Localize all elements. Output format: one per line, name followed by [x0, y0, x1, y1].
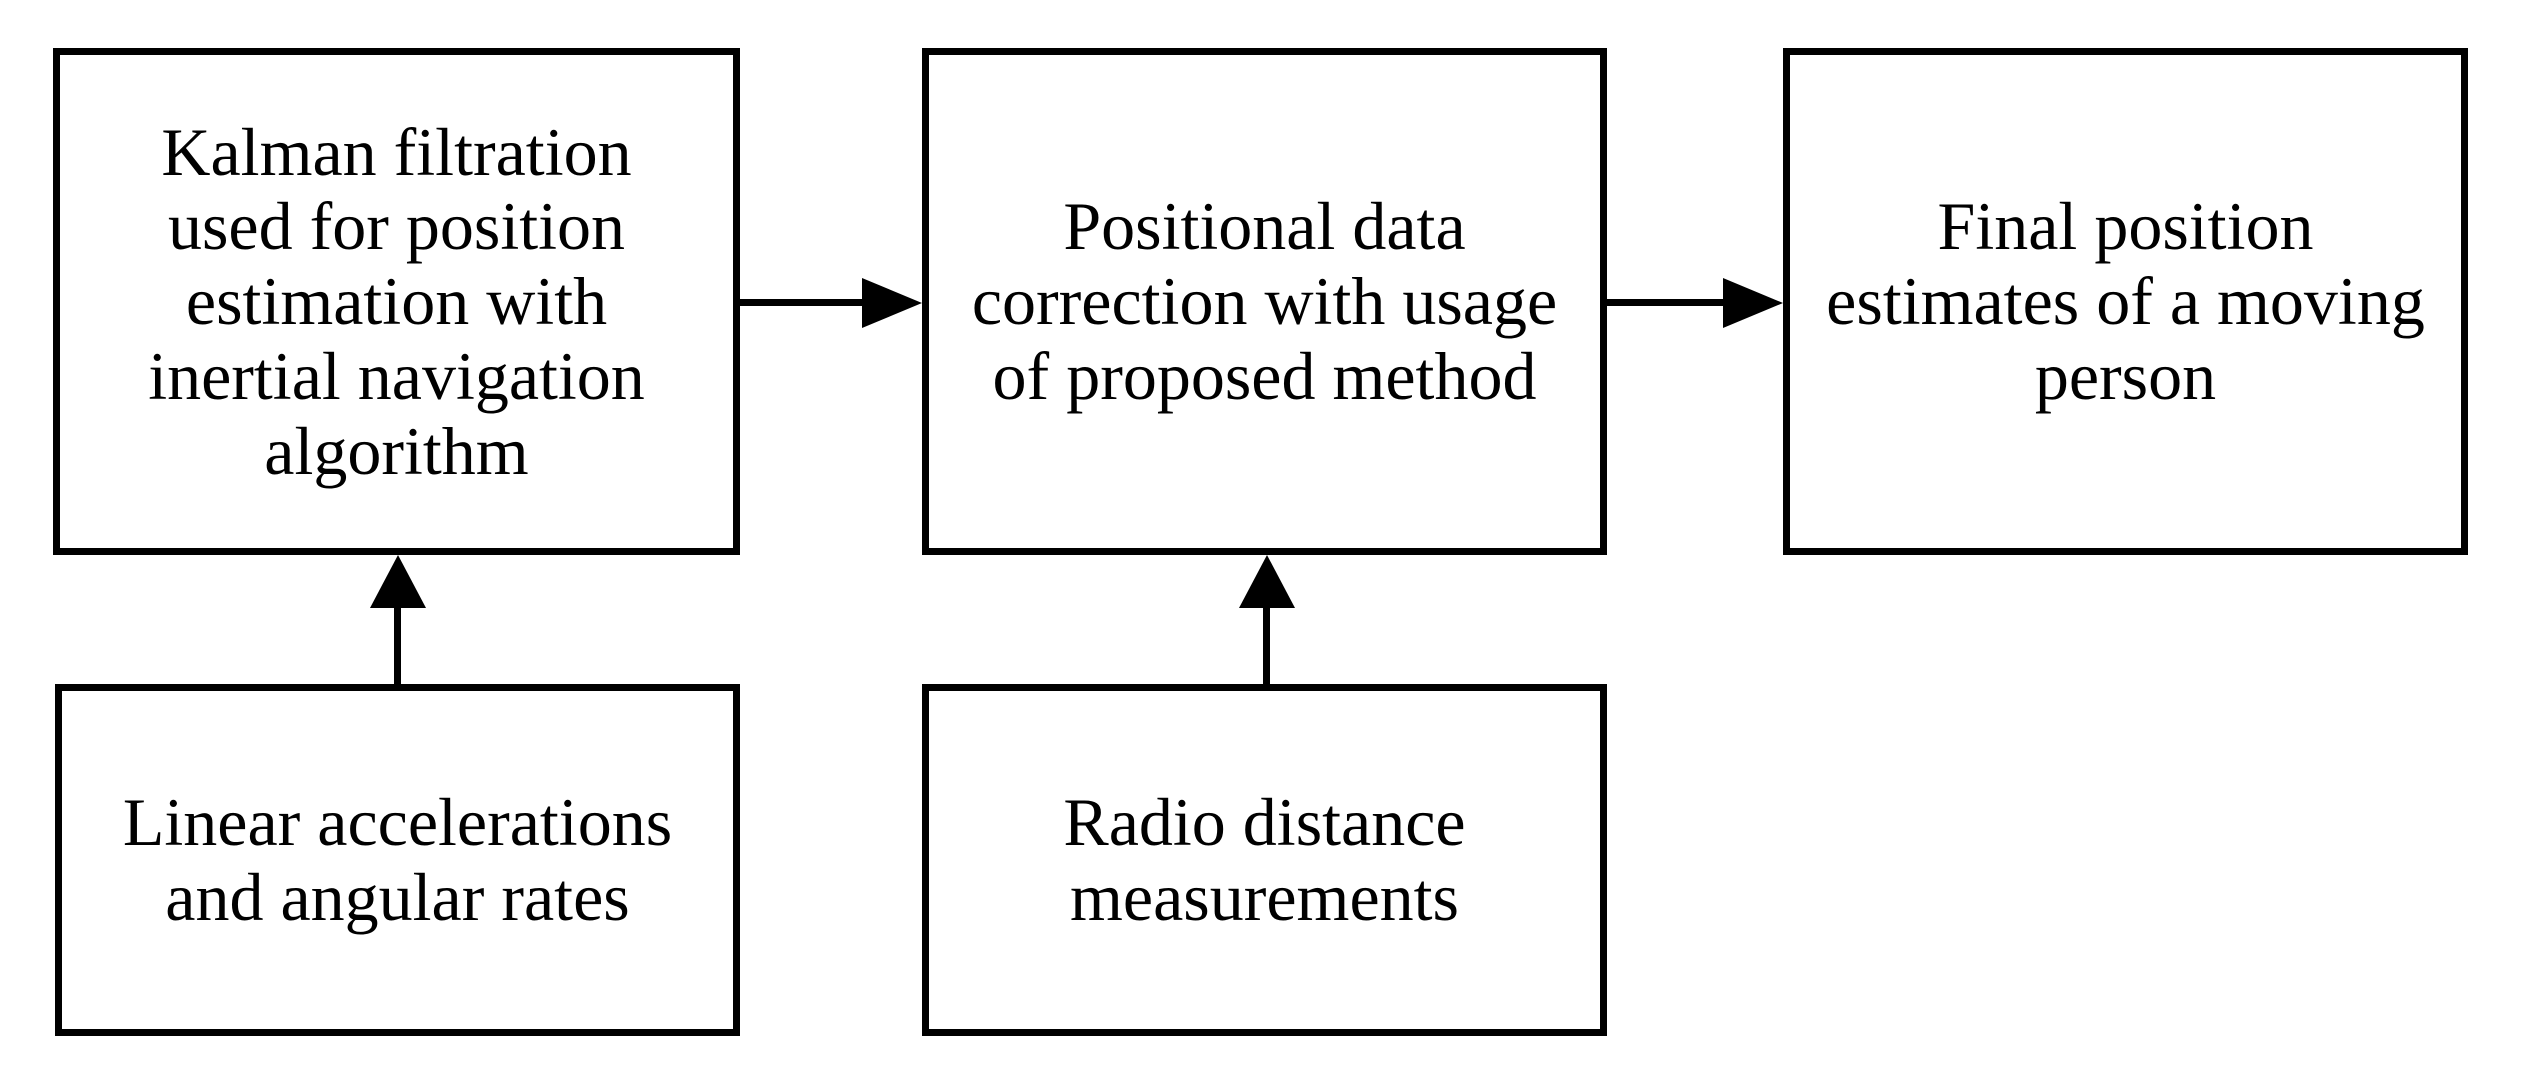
box-positional-data-correction: Positional data correction with usage of… [922, 48, 1607, 555]
arrowhead-right-icon [1723, 278, 1783, 328]
arrowhead-up-icon [370, 555, 426, 608]
box-positional-data-correction-label: Positional data correction with usage of… [971, 188, 1558, 414]
box-final-position-estimates: Final position estimates of a moving per… [1783, 48, 2468, 555]
box-radio-distance-measurements-label: Radio distance measurements [1063, 784, 1466, 935]
arrow-kalman-to-correction-shaft [740, 299, 867, 306]
arrowhead-up-icon [1239, 555, 1295, 608]
arrow-correction-to-final-shaft [1607, 299, 1728, 306]
box-radio-distance-measurements: Radio distance measurements [922, 684, 1607, 1036]
arrow-radio-to-correction-shaft [1263, 605, 1270, 685]
box-linear-accelerations: Linear accelerations and angular rates [55, 684, 740, 1036]
box-linear-accelerations-label: Linear accelerations and angular rates [122, 784, 673, 935]
arrow-accel-to-kalman-shaft [394, 605, 401, 685]
box-kalman-filtration: Kalman filtration used for position esti… [53, 48, 740, 555]
box-kalman-filtration-label: Kalman filtration used for position esti… [148, 113, 645, 489]
arrowhead-right-icon [862, 278, 922, 328]
box-final-position-estimates-label: Final position estimates of a moving per… [1826, 188, 2425, 414]
